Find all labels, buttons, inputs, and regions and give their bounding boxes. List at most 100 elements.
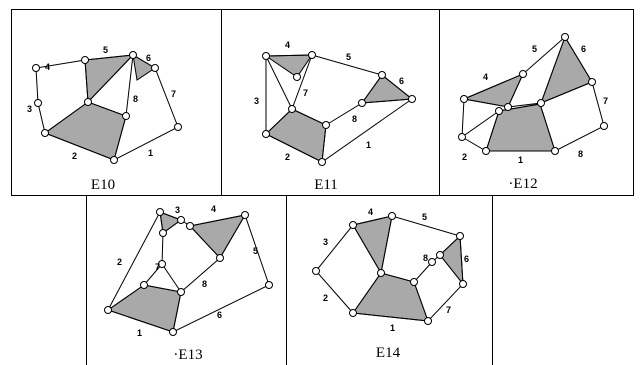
graph-node [482, 147, 490, 155]
graph-node [408, 95, 416, 103]
graph-node [410, 278, 418, 286]
graph-edges [189, 225, 221, 259]
graph-node [156, 208, 164, 216]
panel-e11: 1 2 3 4 5 6 7 8 E11 [254, 40, 416, 193]
graph-node [458, 133, 466, 141]
graph-node [174, 123, 182, 131]
edge-label: 7 [303, 88, 308, 98]
graph-nodes [262, 51, 416, 166]
graph-node [424, 317, 432, 325]
graph-edges [461, 110, 500, 138]
graph-node [519, 70, 527, 78]
graph-node [349, 221, 357, 229]
edge-label: 7 [155, 262, 160, 272]
graph-edges [413, 235, 461, 283]
graph-node [388, 212, 396, 220]
edge-label: 8 [202, 279, 207, 289]
graph-node [81, 56, 89, 64]
edge-label: 8 [423, 253, 428, 263]
graph-node [159, 229, 167, 237]
graph-node [122, 112, 130, 120]
graph-node [288, 105, 296, 113]
edge-label: 4 [368, 207, 373, 217]
graph-node [129, 51, 137, 59]
graph-node [262, 130, 270, 138]
graph-node [186, 222, 194, 230]
graph-node [216, 254, 224, 262]
panel-e12: 1 2 4 5 6 7 8 ·E12 [458, 33, 608, 192]
panel-caption: E14 [376, 345, 401, 361]
graph-edges [540, 81, 593, 104]
graph-nodes [104, 208, 273, 336]
graph-node [169, 328, 177, 336]
graph-node [158, 260, 166, 268]
edge-label: 5 [422, 212, 427, 222]
panel-e14: 1 2 3 4 5 6 7 8 E14 [312, 207, 469, 361]
edge-label: 6 [146, 53, 151, 63]
graph-node [265, 281, 273, 289]
graph-node [241, 211, 249, 219]
edge-label: 1 [390, 323, 395, 333]
graph-node [322, 121, 330, 129]
graph-node [561, 33, 569, 41]
panel-e12-border [439, 9, 634, 196]
panel-borders [11, 9, 634, 365]
edge-label: 6 [464, 254, 469, 264]
graph-node [177, 288, 185, 296]
graph-node [537, 99, 545, 107]
edge-label: 6 [581, 44, 586, 54]
graph-node [428, 258, 436, 266]
panel-caption: ·E12 [508, 176, 537, 192]
edge-label: 5 [253, 246, 258, 256]
edge-label: 4 [45, 62, 50, 72]
panel-caption: ·E13 [173, 347, 202, 363]
graph-node [84, 98, 92, 106]
graph-node [140, 281, 148, 289]
shaded-face [189, 214, 246, 259]
edge-label: 2 [117, 257, 122, 267]
edge-label: 4 [211, 204, 216, 214]
edge-label: 2 [285, 152, 290, 162]
edge-label: 7 [171, 89, 176, 99]
edge-label: 8 [352, 114, 357, 124]
graph-node [34, 99, 42, 107]
graph-edges [439, 254, 464, 285]
graph-node [349, 309, 357, 317]
graph-node [495, 107, 503, 115]
graph-node [459, 280, 467, 288]
graph-node [456, 232, 464, 240]
edge-label: 5 [346, 52, 351, 62]
graph-edges [485, 103, 556, 152]
edge-label: 5 [103, 45, 108, 55]
edge-label: 4 [483, 72, 488, 82]
graph-node [377, 269, 385, 277]
shaded-face [106, 284, 182, 333]
edge-label: 6 [399, 76, 404, 86]
edge-label: 1 [366, 140, 371, 150]
graph-node [551, 147, 559, 155]
graph-node [588, 78, 596, 86]
edge-label: 3 [323, 237, 328, 247]
edge-label: 7 [446, 305, 451, 315]
graph-node [308, 51, 316, 59]
edge-label: 1 [518, 155, 523, 165]
panel-e13: 1 2 3 4 5 6 7 8 ·E13 [104, 204, 273, 363]
graph-node [504, 103, 512, 111]
graph-node [378, 71, 386, 79]
graph-edges [315, 215, 464, 322]
graph-nodes [312, 212, 467, 325]
graph-node [110, 156, 118, 164]
graph-edges [265, 108, 327, 163]
graph-node [104, 306, 112, 314]
graph-node [318, 158, 326, 166]
graph-node [151, 64, 159, 72]
graph-node [358, 99, 366, 107]
graph-node [460, 95, 468, 103]
graph-node [41, 129, 49, 137]
graph-node [312, 267, 320, 275]
shaded-face [265, 108, 327, 163]
panel-caption: E10 [91, 177, 115, 193]
graph-edges [352, 272, 429, 322]
graph-edges [84, 53, 134, 117]
